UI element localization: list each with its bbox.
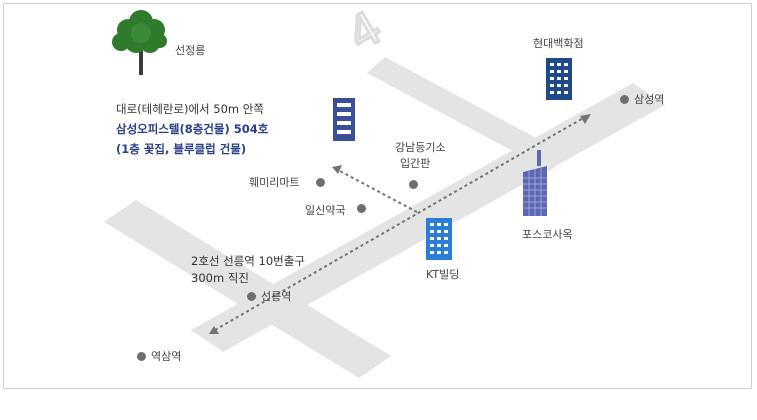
billboard-label-line-2: 입간판 [400,157,431,170]
description-line-1: 대로(테헤란로)에서 50m 안쪽 [116,102,264,116]
seolleung-station-label: 선릉역 [261,290,292,303]
yeoksam-station-marker [137,352,146,361]
arrow-head-samseong [580,114,591,124]
yeoksam-station-label: 역삼역 [151,350,182,363]
description-line-2: 삼성오피스텔(8층건물) 504호 [116,122,269,136]
route-path [214,116,586,331]
exit-note-line-1: 2호선 선릉역 10번출구 [191,254,305,268]
billboard-marker [409,180,418,189]
kt-label: KT빌딩 [426,268,460,281]
exit-note: 2호선 선릉역 10번출구 300m 직진 [191,253,305,287]
ilsin-label: 일신약국 [305,204,346,217]
description-line-3: (1층 꽃집, 블루클럽 건물) [116,142,247,156]
arrow-head-yeoksam [209,326,219,334]
exit-note-line-2: 300m 직진 [191,271,249,285]
billboard-label-line-1: 강남등기소 [395,141,446,154]
hyundai-label: 현대백화점 [533,37,584,50]
road-number-sign: 4 [339,0,391,61]
arrow-head-office [332,165,342,174]
samseong-station-label: 삼성역 [634,93,665,106]
samseong-station-marker [620,95,629,104]
tree-icon [112,10,167,75]
seolleung-station-marker [247,292,256,301]
office-building-icon [333,98,355,141]
upper-road [367,57,568,171]
posco-building-icon [523,150,547,216]
hyundai-building-icon [546,58,572,100]
kt-building-icon [426,218,452,260]
seonjeongneung-label: 선정릉 [175,44,206,57]
ilsin-marker [357,204,366,213]
posco-label: 포스코사옥 [522,228,573,241]
hwemiri-marker [316,178,325,187]
cross-road [104,200,391,378]
hwemiri-label: 훼미리마트 [249,176,300,189]
map-frame [3,3,752,389]
office-description: 대로(테헤란로)에서 50m 안쪽 삼성오피스텔(8층건물) 504호 (1층 … [116,99,268,159]
